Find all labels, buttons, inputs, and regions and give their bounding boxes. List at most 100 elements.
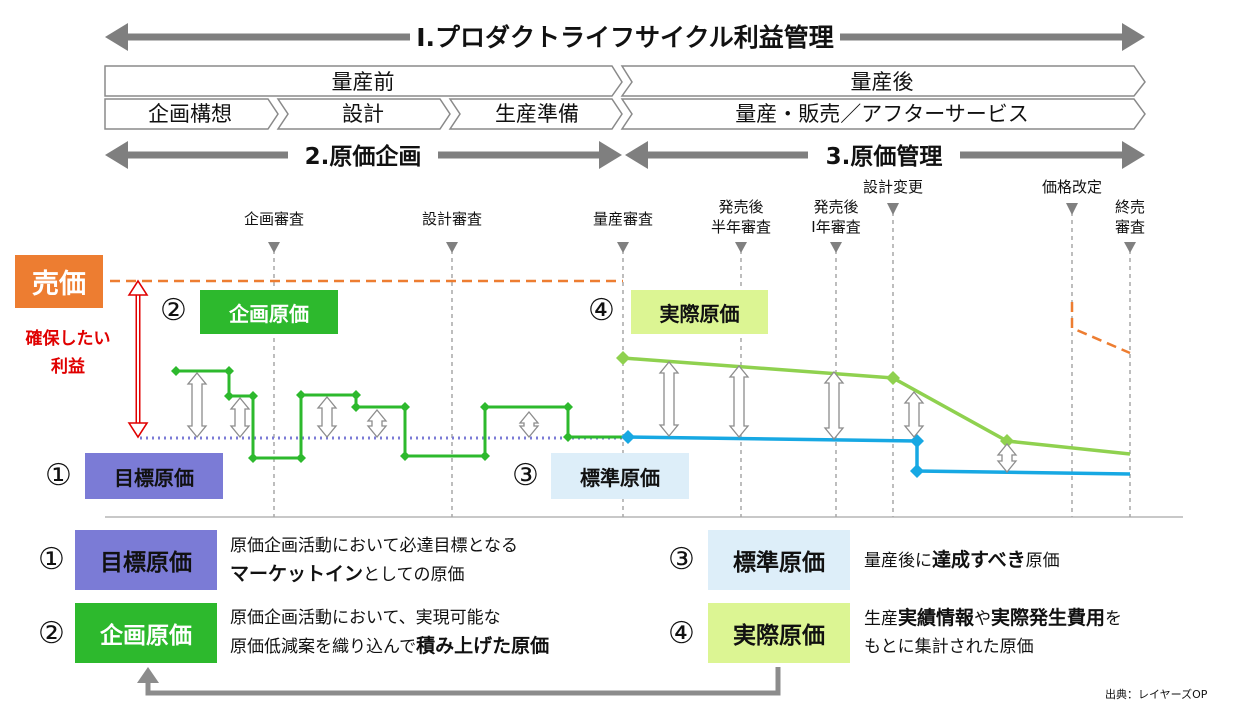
standard-cost-line <box>622 435 1131 476</box>
sales-price-box: 売価 <box>15 255 103 308</box>
planned-cost-point <box>563 402 573 412</box>
milestone-marker <box>1066 203 1078 215</box>
planned-cost-point <box>296 390 306 400</box>
planned-cost-point <box>248 391 258 401</box>
profit-label: 確保したい 利益 <box>18 325 118 381</box>
actual-cost-point <box>1000 434 1014 448</box>
legend-desc4-line2: もとに集計された原価 <box>864 637 1034 657</box>
phase-post-label: 量産後 <box>851 70 914 94</box>
feedback-arrow <box>137 667 781 696</box>
planned-cost-point <box>296 453 306 463</box>
gap-double-arrow <box>186 371 208 439</box>
milestone-marker <box>830 242 842 253</box>
milestone-marker <box>735 242 747 253</box>
chart-number-2: ② <box>160 293 187 328</box>
milestone-plan-review: 企画審査 <box>244 210 304 228</box>
chart-target-cost-label: 目標原価 <box>114 465 194 490</box>
milestone-markers <box>268 203 1136 253</box>
legend-standard-cost-description: 量産後に達成すべき原価 <box>864 546 1060 575</box>
planned-cost-point <box>400 451 410 461</box>
gap-double-arrow <box>728 364 750 439</box>
legend-desc4-mid: や <box>974 609 992 629</box>
stage2-chevron <box>276 98 451 130</box>
milestone-half-year-line2: 半年審査 <box>711 218 771 236</box>
phase-pre-chevron <box>104 65 623 97</box>
planned-cost-point <box>248 453 258 463</box>
profit-label-line1: 確保したい <box>25 329 111 349</box>
legend-desc4-bold2: 実際発生費用 <box>991 607 1106 629</box>
standard-cost-point <box>910 464 924 478</box>
gap-double-arrow <box>658 360 680 438</box>
legend-standard-cost-box: 標準原価 <box>708 530 850 590</box>
legend-actual-cost-label: 実際原価 <box>733 623 825 649</box>
standard-cost-point <box>910 434 924 448</box>
gap-double-arrow <box>903 390 925 439</box>
milestone-marker <box>887 203 899 215</box>
planned-cost-line <box>176 369 623 460</box>
legend-desc3-pre: 量産後に <box>864 551 932 571</box>
stage3-chevron <box>448 98 623 130</box>
legend-desc4-post: を <box>1105 609 1123 629</box>
chart-standard-cost-label: 標準原価 <box>580 465 660 490</box>
milestone-marker <box>446 242 458 253</box>
milestone-end-sale-line1: 終売 <box>1115 198 1145 216</box>
stage1-label: 企画構想 <box>148 102 232 126</box>
legend-target-cost-description: 原価企画活動において必達目標となる マーケットインとしての原価 <box>230 532 518 589</box>
planned-cost-point <box>563 432 573 442</box>
gap-double-arrow <box>823 370 845 441</box>
chart-actual-cost-box: 実際原価 <box>631 290 768 334</box>
legend-desc2-pre: 原価低減案を織り込んで <box>230 637 417 657</box>
stage4-label: 量産・販売／アフターサービス <box>735 102 1029 126</box>
planned-cost-point <box>351 402 361 412</box>
planned-cost-point <box>480 451 490 461</box>
legend-target-cost-label: 目標原価 <box>100 550 192 576</box>
profit-label-line2: 利益 <box>51 357 85 377</box>
actual-cost-line <box>622 356 1131 456</box>
legend-standard-cost-label: 標準原価 <box>733 550 825 576</box>
phase-post-chevron <box>620 65 1146 97</box>
cost-management-label: 3.原価管理 <box>826 143 943 170</box>
milestone-one-year-line2: Ⅰ年審査 <box>811 218 860 236</box>
legend-planned-cost-description: 原価企画活動において、実現可能な 原価低減案を織り込んで積み上げた原価 <box>230 604 549 661</box>
planned-cost-point <box>400 402 410 412</box>
milestone-mass-production-review: 量産審査 <box>593 210 653 228</box>
gap-double-arrow <box>229 396 251 439</box>
legend-number-4: ④ <box>668 616 695 651</box>
gap-double-arrow <box>518 410 540 439</box>
legend-desc1-bold: マーケットイン <box>230 563 364 585</box>
standard-cost-point <box>621 430 635 444</box>
milestone-one-year-line1: 発売後 <box>813 198 858 216</box>
milestone-design-change: 設計変更 <box>863 178 923 196</box>
chart-planned-cost-label: 企画原価 <box>229 301 309 326</box>
milestone-end-sale-line2: 審査 <box>1115 218 1145 236</box>
chart-number-4: ④ <box>588 293 615 328</box>
legend-desc3-bold: 達成すべき <box>932 549 1026 571</box>
legend-desc2-line1: 原価企画活動において、実現可能な <box>230 608 501 628</box>
profit-arrow <box>127 279 149 439</box>
sales-price-line-revised <box>1070 302 1131 355</box>
legend-desc1-line1: 原価企画活動において必達目標となる <box>230 536 518 556</box>
planned-cost-point <box>224 366 234 376</box>
chart-number-3: ③ <box>512 458 539 493</box>
gap-double-arrow <box>366 408 388 439</box>
legend-actual-cost-box: 実際原価 <box>708 603 850 663</box>
milestone-price-revision: 価格改定 <box>1042 178 1102 196</box>
legend-desc3-rest: 原価 <box>1025 551 1060 571</box>
milestone-design-review: 設計審査 <box>422 210 482 228</box>
chart-planned-cost-box: 企画原価 <box>200 290 338 334</box>
phase-pre-label: 量産前 <box>332 70 395 94</box>
actual-cost-point <box>886 371 900 385</box>
milestone-marker <box>1124 242 1136 253</box>
legend-desc4-pre: 生産 <box>864 609 898 629</box>
legend-planned-cost-label: 企画原価 <box>100 623 192 649</box>
legend-desc4-bold1: 実績情報 <box>898 607 975 629</box>
planned-cost-point <box>351 390 361 400</box>
legend-number-1: ① <box>38 542 65 577</box>
legend-desc2-bold: 積み上げた原価 <box>416 635 550 657</box>
milestone-half-year-line1: 発売後 <box>718 198 763 216</box>
stage4-chevron <box>620 98 1146 130</box>
planned-cost-point <box>480 402 490 412</box>
legend-number-3: ③ <box>668 542 695 577</box>
